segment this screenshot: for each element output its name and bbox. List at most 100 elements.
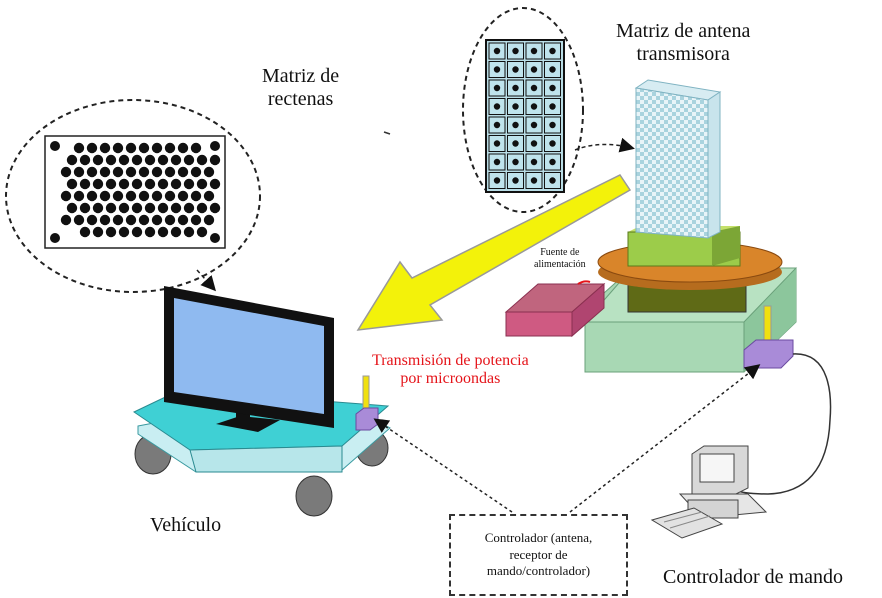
rectenna-dot [73, 214, 85, 226]
controller-cable [725, 353, 832, 495]
dotted-arrow-vehicle [373, 418, 513, 513]
rectenna-dot [170, 154, 182, 166]
controller-antenna-box: Controlador (antena, receptor de mando/c… [449, 514, 628, 596]
power-supply-front [505, 311, 573, 337]
rectenna-dot [177, 214, 189, 226]
transmitter-element [512, 121, 519, 129]
rectenna-dot [196, 154, 208, 166]
rectenna-dot [170, 226, 182, 238]
base-front [584, 321, 745, 373]
power-supply-side [571, 282, 605, 338]
rectenna-dot [196, 202, 208, 214]
rectenna-dot [164, 214, 176, 226]
pc-computer [650, 445, 768, 539]
rectenna-dot [138, 214, 150, 226]
monitor-stand-base [216, 416, 280, 432]
transmitter-element [549, 84, 556, 92]
label-fuente: Fuente de alimentación [534, 247, 586, 270]
rectenna-dot [164, 142, 176, 154]
transmitter-element [512, 140, 519, 147]
transmitter-element [493, 66, 501, 73]
rectenna-dot [79, 178, 91, 190]
label-controlador-antena: Controlador (antena, receptor de mando/c… [484, 529, 593, 579]
label-matriz-rectenas: Matriz de rectenas [262, 65, 340, 110]
rectenna-dot [164, 190, 176, 202]
transmitter-element [549, 158, 556, 166]
zoom-arrow-transmitter [574, 137, 635, 153]
label-transmision: Transmisión de potencia por microondas [372, 352, 529, 388]
transmitter-element [530, 140, 538, 147]
transmitter-element [530, 177, 538, 184]
transmitter-element [512, 47, 519, 55]
rectenna-dot [183, 202, 195, 214]
rectenna-corner-dot [50, 141, 60, 151]
vehicle-mast [362, 375, 370, 413]
dotted-arrow-base [569, 364, 761, 513]
rectenna-dot [138, 142, 150, 154]
rectenna-dot [196, 178, 208, 190]
rectenna-dot [79, 226, 91, 238]
rectenna-dot [112, 142, 124, 154]
antenna-tower-front [635, 87, 709, 239]
transmitter-element [549, 66, 556, 73]
rectenna-dot [170, 202, 182, 214]
rectenna-dot [209, 178, 221, 190]
green-block-side [712, 226, 740, 266]
rectenna-dot [60, 214, 72, 226]
rectenna-dot [144, 154, 156, 166]
rectenna-dot [79, 202, 91, 214]
rectenna-dot [112, 166, 124, 178]
rectenna-dot [92, 154, 104, 166]
rectenna-dot [138, 190, 150, 202]
base-controller-box [743, 339, 794, 369]
transmitter-element [493, 121, 501, 129]
rectenna-dot [112, 214, 124, 226]
rectenna-corner-dot [210, 233, 220, 243]
vehicle-receiver-box [355, 407, 379, 431]
monitor-screen [174, 298, 324, 414]
rectenna-dot [66, 202, 78, 214]
transmitter-element [549, 177, 556, 184]
rectenna-dot [92, 226, 104, 238]
rectenna-dot [73, 166, 85, 178]
rectenna-dot [86, 190, 98, 202]
transmitter-element [549, 121, 556, 129]
rectenna-dot [144, 226, 156, 238]
rectenna-dot [112, 190, 124, 202]
transmitter-element [530, 158, 538, 166]
rectenna-dot [66, 154, 78, 166]
transmitter-element [493, 103, 501, 110]
rectenna-dot [190, 142, 202, 154]
transmitter-element [512, 177, 519, 184]
transmitter-element [530, 121, 538, 129]
rectenna-dot [105, 178, 117, 190]
rectenna-dot [99, 166, 111, 178]
rectenna-corner-dot [210, 141, 220, 151]
vehicle-front [189, 445, 343, 473]
transmitter-element [512, 103, 519, 110]
rectenna-dot [125, 190, 137, 202]
rectenna-dot [151, 142, 163, 154]
transmitter-element [549, 140, 556, 147]
rectenna-zoom-ellipse [5, 99, 261, 293]
rectenna-dot [190, 190, 202, 202]
transmitter-element [512, 84, 519, 92]
rectenna-dot [118, 226, 130, 238]
antenna-tower-side [707, 91, 721, 239]
transmitter-element [493, 158, 501, 166]
rectenna-dot [138, 166, 150, 178]
rectenna-dot [131, 154, 143, 166]
rectenna-dot [196, 226, 208, 238]
rectenna-dot [157, 178, 169, 190]
label-matriz-antena: Matriz de antena transmisora [616, 20, 751, 65]
rectenna-dot [66, 178, 78, 190]
rectenna-dot [92, 178, 104, 190]
rectenna-dot [118, 178, 130, 190]
transmitter-element [530, 103, 538, 110]
rectenna-dot [105, 154, 117, 166]
microwave-beam-arrow [356, 174, 632, 331]
label-controlador-mando: Controlador de mando [663, 566, 843, 588]
rectenna-dot [144, 178, 156, 190]
transmitter-element [512, 158, 519, 166]
rectenna-dot [183, 178, 195, 190]
